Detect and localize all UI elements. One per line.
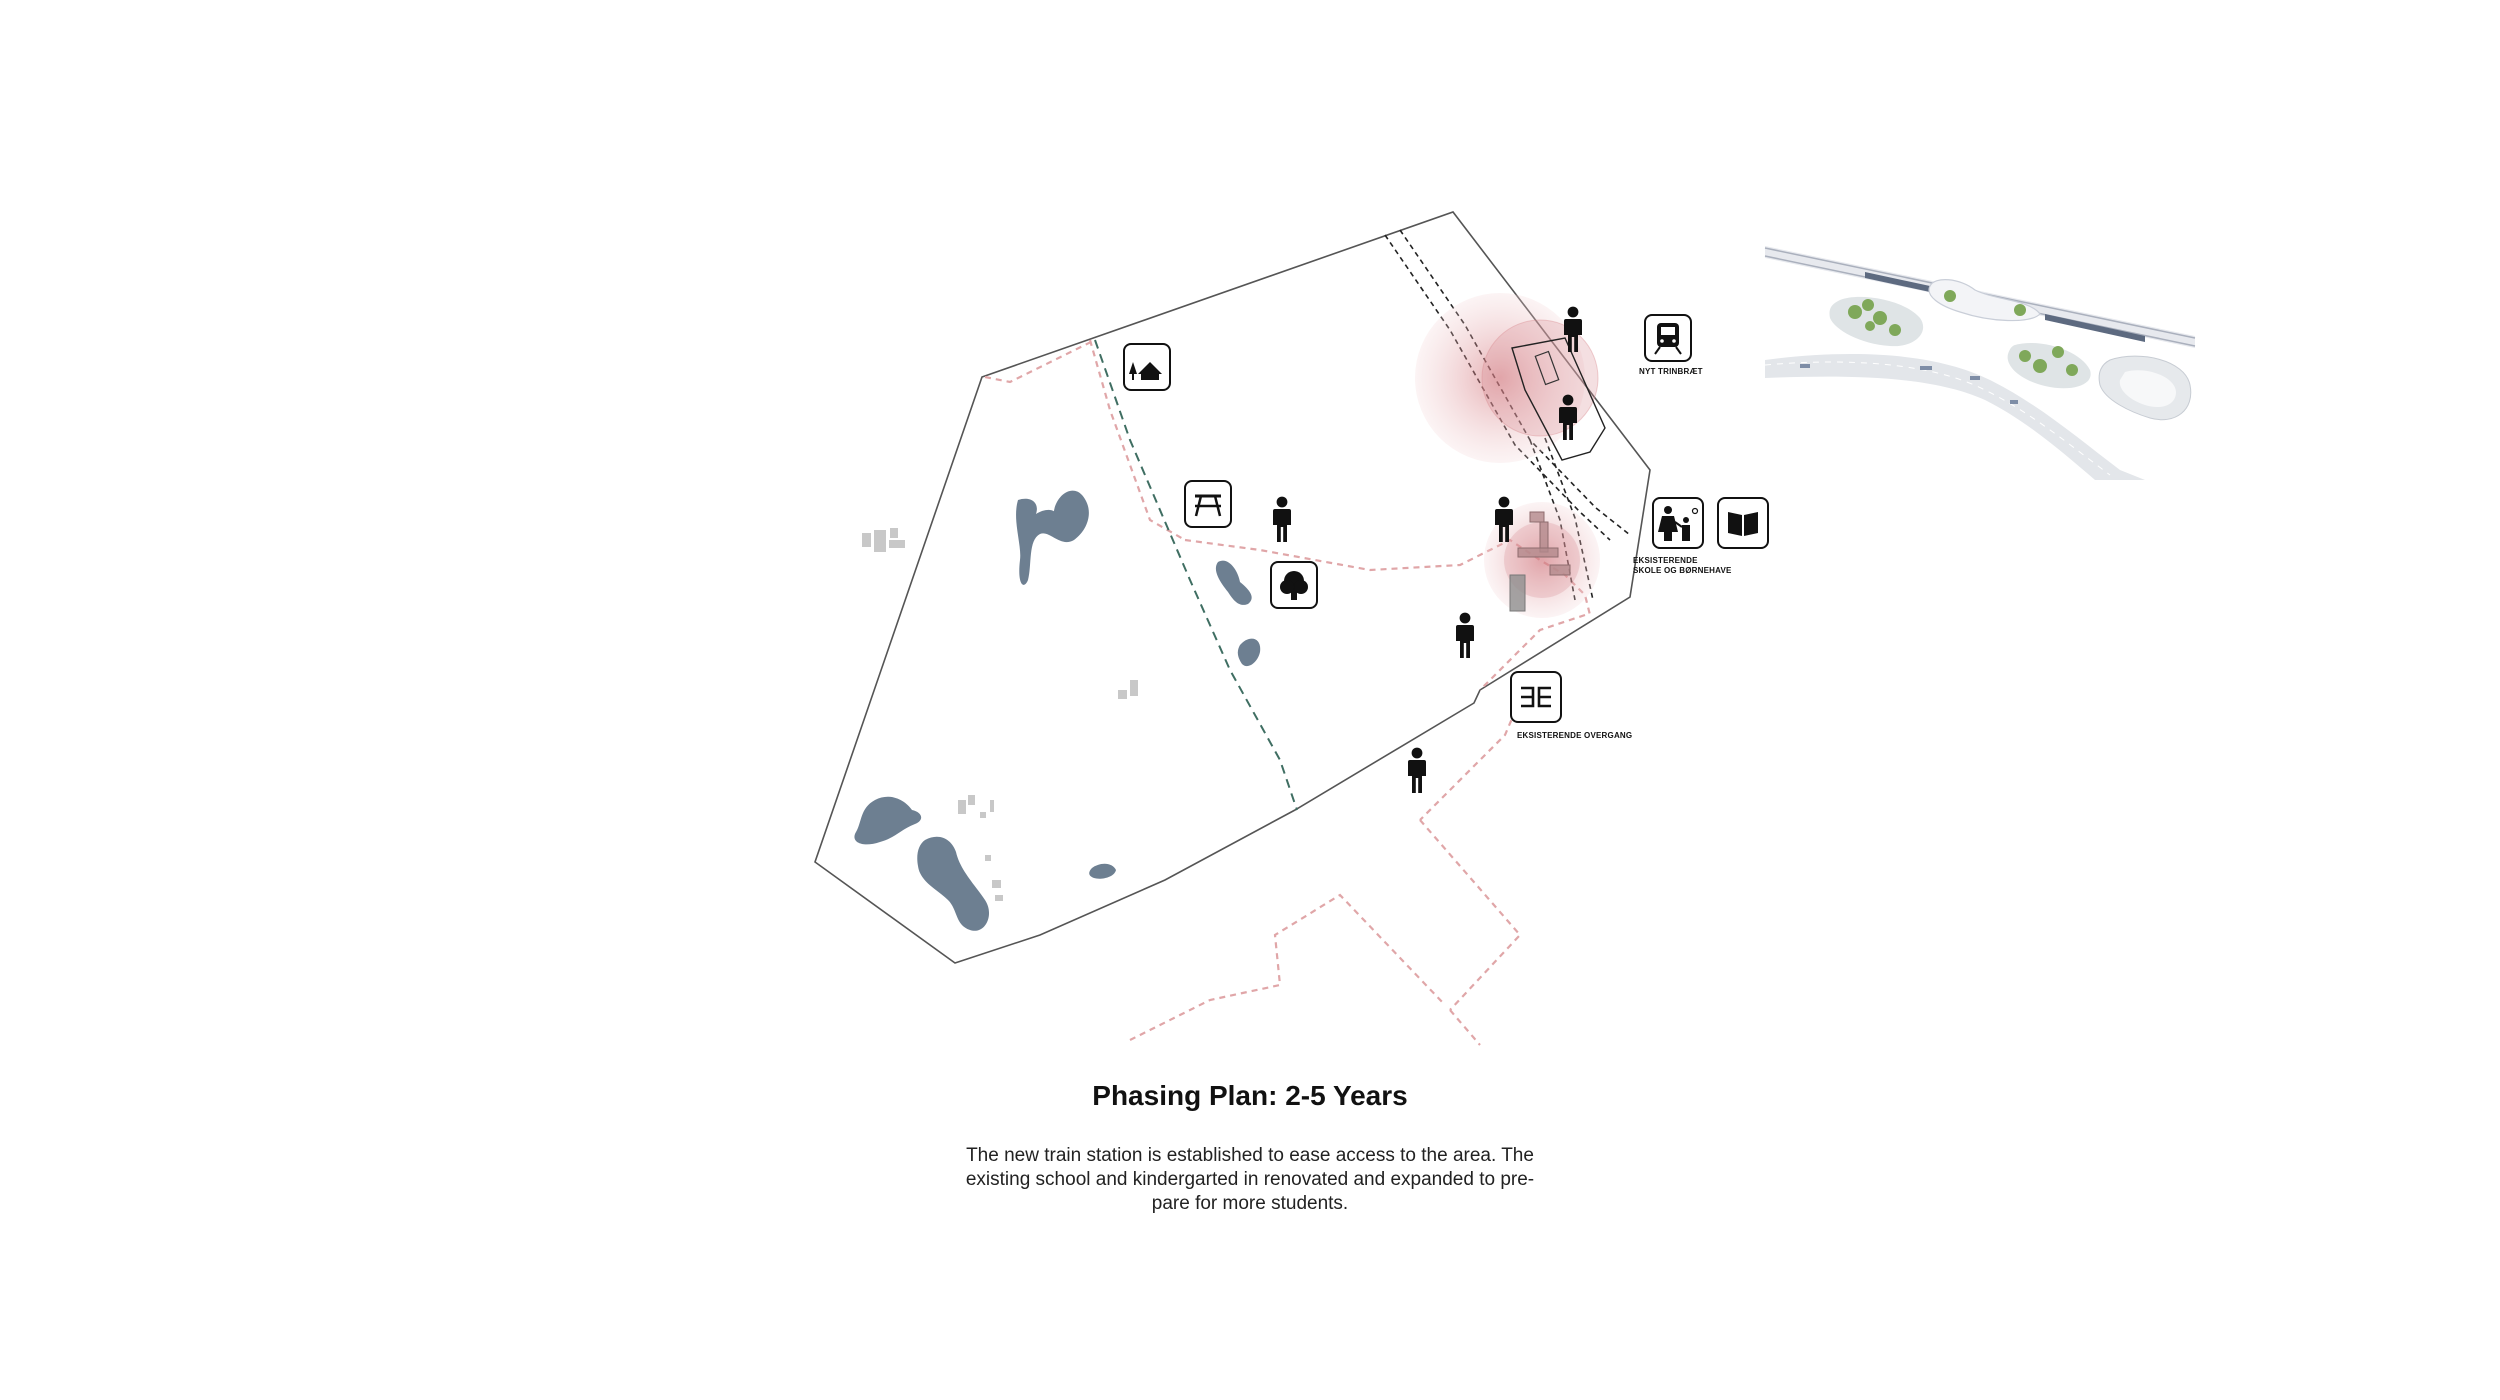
school-label-line1: EKSISTERENDE xyxy=(1633,556,1698,565)
cabin-icon xyxy=(1123,343,1171,391)
school-label-line2: SKOLE OG BØRNEHAVE xyxy=(1633,566,1732,575)
station-building xyxy=(1511,337,1606,461)
school-label: EKSISTERENDE SKOLE OG BØRNEHAVE xyxy=(1633,556,1732,576)
green-footpath xyxy=(1094,339,1298,811)
water-bodies xyxy=(854,490,1261,931)
family-icon xyxy=(1652,497,1704,549)
train-icon xyxy=(1644,314,1692,362)
caption-line-2: existing school and kindergarted in reno… xyxy=(965,1169,1535,1190)
picnic-table-icon xyxy=(1184,480,1232,528)
caption-body: The new train station is established to … xyxy=(900,1144,1600,1216)
existing-buildings xyxy=(862,528,1138,901)
person-icon xyxy=(1273,496,1291,542)
caption-line-1: The new train station is established to … xyxy=(966,1145,1534,1166)
train-station-rendering xyxy=(1764,246,2196,480)
school-buildings xyxy=(1509,511,1571,612)
caption-title: Phasing Plan: 2-5 Years xyxy=(1092,1080,1408,1111)
site-boundary xyxy=(814,211,1651,964)
person-icon xyxy=(1408,747,1426,793)
train-station-label: NYT TRINBRÆT xyxy=(1639,367,1703,376)
book-icon xyxy=(1717,497,1769,549)
station-activation-zone xyxy=(1415,293,1585,463)
crossing-icon xyxy=(1510,671,1562,723)
person-icon xyxy=(1456,612,1474,658)
tree-icon xyxy=(1270,561,1318,609)
caption-line-3: pare for more students. xyxy=(1151,1193,1349,1214)
crossing-label: EKSISTERENDE OVERGANG xyxy=(1517,731,1633,740)
